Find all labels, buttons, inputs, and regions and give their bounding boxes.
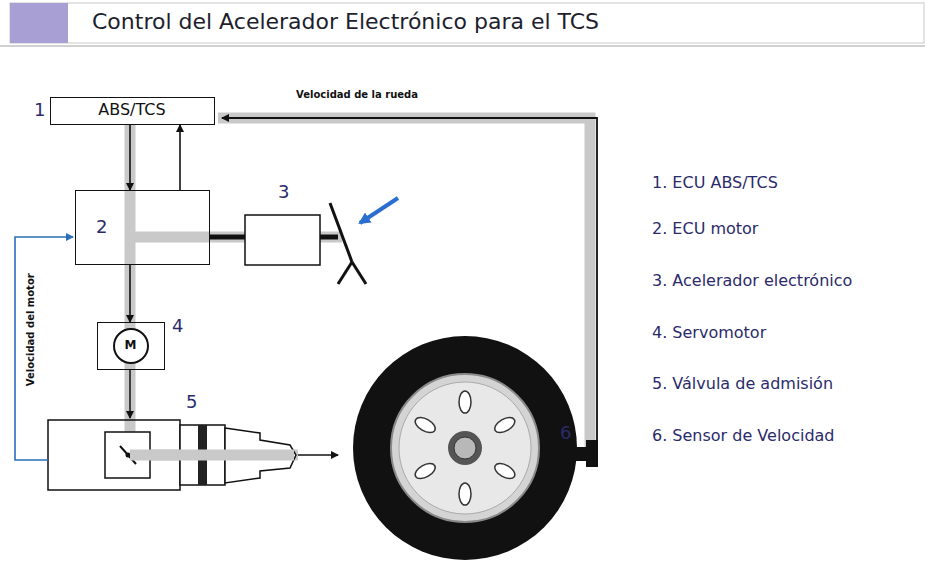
signal-arrow [129,265,131,322]
accelerator-box [245,215,320,265]
wheel [353,336,577,560]
speed-sensor [558,440,598,467]
intake-valve [48,420,296,490]
motor-to-valve [129,370,131,418]
signal-arrow [129,125,131,190]
pedal-link [210,235,245,240]
pedal-link [320,235,338,240]
callout-number: 5 [186,392,197,413]
node-text: M [125,339,137,353]
title-block [10,3,68,43]
title-text: Control del Acelerador Electrónico para … [92,9,599,34]
signal-arrow [179,125,181,190]
drive-arrow [298,454,338,456]
engine-speed-line [15,237,73,460]
callout-number: 1 [34,100,45,121]
servomotor-box: M [97,322,165,370]
pedal [330,203,366,284]
node-text: 2 [96,217,107,238]
part-name: 4. Servomotor [652,324,766,342]
node-text: ABS/TCS [98,101,165,119]
part-name: 1. ECU ABS/TCS [652,174,778,192]
callout-number: 4 [172,316,183,337]
ecu-box: 2 [75,190,210,265]
callout-number: 3 [278,182,289,203]
callout-number: 6 [560,423,571,444]
ecu-box: ABS/TCS [50,97,215,125]
title-band [10,3,924,43]
title-rule [0,45,925,47]
signal-name: Velocidad del motor [24,274,36,387]
part-name: 5. Válvula de admisión [652,375,833,393]
motor-circle [114,329,148,363]
part-name: 6. Sensor de Velocidad [652,427,835,445]
signal-name: Velocidad de la rueda [296,89,418,101]
pedal-press-arrow [360,198,398,223]
part-name: 3. Acelerador electrónico [652,272,852,290]
part-name: 2. ECU motor [652,220,758,238]
